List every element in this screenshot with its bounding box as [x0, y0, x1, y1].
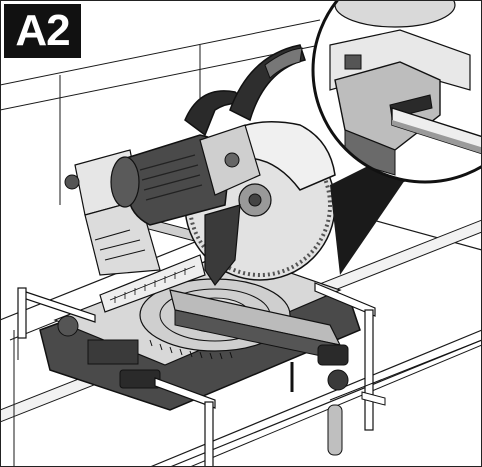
detail-rod-shade: [392, 120, 482, 172]
motor-end-cap: [110, 156, 140, 208]
workbench-back-rail: [0, 19, 321, 86]
detail-zoom-circle: [311, 0, 482, 184]
rear-frame-lines: [94, 229, 146, 261]
front-handle-block: [87, 339, 139, 365]
leveling-knob: [57, 315, 79, 337]
support-brackets: [17, 282, 482, 467]
workbench-back-rail-2: [0, 44, 321, 111]
blade-arbor-bolt: [248, 193, 262, 207]
lock-knob: [317, 344, 349, 366]
saw-base: [39, 251, 361, 411]
motor-vents: [139, 154, 203, 201]
right-bracket-post: [364, 309, 374, 431]
scale-ticks: [149, 339, 233, 360]
laser-module: [224, 152, 240, 168]
rear-knob: [64, 174, 80, 190]
detail-tab: [344, 54, 362, 70]
support-cylinder: [327, 404, 343, 456]
front-bracket-bar: [154, 377, 216, 409]
left-bracket-post: [17, 287, 27, 339]
handle-grip: [264, 47, 303, 79]
right-bracket-bar: [314, 282, 376, 317]
left-foot: [119, 369, 161, 389]
motor-head: [110, 44, 306, 226]
front-knob: [327, 369, 349, 391]
lower-rail: [329, 339, 482, 401]
saw-blade-teeth: [188, 133, 332, 277]
riving-knife: [204, 204, 241, 287]
callout-pointer: [330, 160, 405, 275]
detail-rod: [391, 107, 482, 173]
figure-label: A2: [4, 4, 81, 58]
front-bracket-post: [204, 401, 214, 467]
fence: [99, 254, 206, 313]
right-clamp-block: [361, 391, 386, 406]
fence-scale: [109, 265, 196, 303]
